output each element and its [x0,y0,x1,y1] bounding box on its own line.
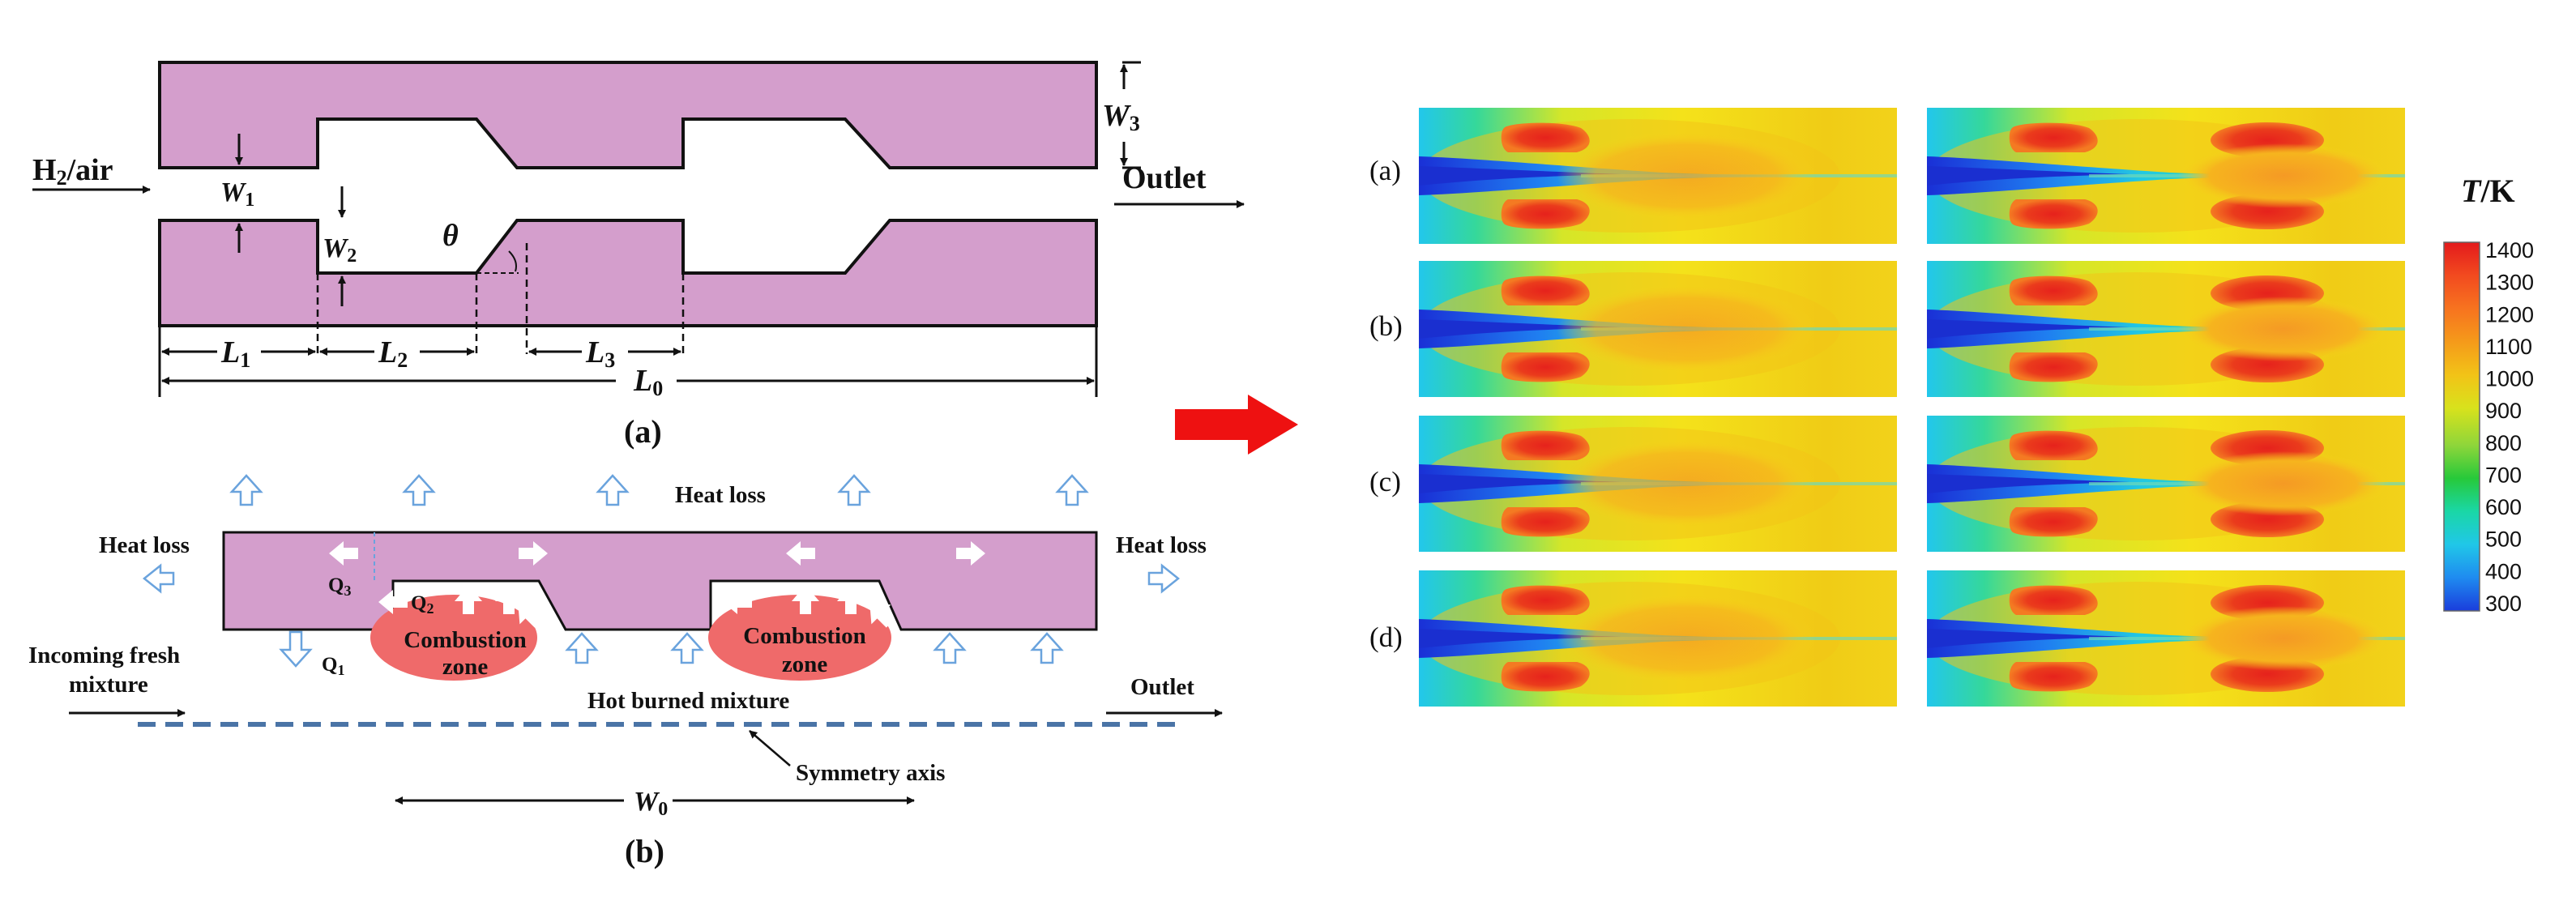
legend-tick-labels: 1400 1300 1200 1100 1000 900 800 700 600 500 400 30… [2485,238,2534,616]
outlet-label-b: Outlet [1130,674,1194,700]
w0-label: W0 [634,787,668,820]
incoming-label-line2: mixture [69,672,148,698]
row-label-b: (b) [1369,310,1403,342]
contour-d-left [1419,570,1897,707]
combustion-zone-1-line2: zone [442,654,489,680]
heat-loss-right-label: Heat loss [1116,532,1207,558]
contour-b-right [1927,261,2405,397]
upper-wall-solid [158,61,1098,169]
length-dimensions [161,348,1095,385]
l2-label: L2 [378,335,408,372]
legend-tick-label: 1100 [2485,335,2532,359]
heat-loss-up-arrow-icon [596,474,629,506]
combustion-zone-1-line1: Combustion [404,627,527,653]
q1-label: Q1 [322,654,344,678]
l3-label: L3 [585,335,615,372]
heat-loss-up-arrow-icon [230,474,263,506]
contour-c-right [1927,416,2405,552]
combustion-zone-2-line2: zone [782,651,828,677]
row-label-c: (c) [1369,466,1401,497]
hot-burned-label: Hot burned mixture [587,688,789,714]
q1-down-arrow-icon [280,630,312,668]
legend-tick-label: 700 [2485,463,2522,487]
heat-loss-top-label: Heat loss [675,482,766,508]
contour-d-right [1927,570,2405,707]
legend-tick-label: 1400 [2485,238,2534,263]
legend-tick-label: 1000 [2485,367,2534,391]
gas-heat-up-arrow-icon [1031,632,1063,664]
combustion-zone-2 [708,595,891,681]
legend-tick-label: 300 [2485,591,2522,616]
legend-tick-label: 800 [2485,431,2522,455]
gas-heat-up-arrow-icon [671,632,703,664]
row-label-d: (d) [1369,621,1403,653]
legend-tick-label: 1300 [2485,271,2534,295]
contour-c-left [1419,416,1897,552]
wall-solid-b [222,531,1098,631]
theta-label: θ [442,219,459,253]
combustion-zone-1 [370,595,537,681]
w3-label: W3 [1102,99,1140,135]
heat-loss-up-arrow-icon [403,474,435,506]
l0-label: L0 [633,364,663,400]
symmetry-axis-pointer [749,730,791,766]
inlet-label: H2/air [32,153,113,190]
legend-tick-label: 600 [2485,495,2522,519]
q3-label: Q3 [328,574,351,599]
heat-loss-right-arrow-icon [1147,564,1180,593]
heat-loss-up-arrow-icon [1056,474,1088,506]
caption-b: (b) [625,833,664,869]
gas-heat-up-arrow-icon [933,632,966,664]
w1-label: W1 [220,177,254,211]
heat-loss-up-arrow-icon [838,474,870,506]
outlet-label: Outlet [1122,161,1207,195]
legend-tick-label: 400 [2485,559,2522,583]
panel-a-geometry [158,61,1098,327]
heat-loss-arrows-top [230,474,1088,506]
row-label-a: (a) [1369,155,1401,186]
theta-arc [508,250,517,272]
caption-a: (a) [624,413,662,450]
legend-tick-label: 900 [2485,399,2522,423]
contour-a-right [1927,108,2405,244]
gas-heat-up-arrow-icon [566,632,598,664]
l1-label: L1 [220,335,250,372]
dimension-guides [316,243,685,354]
incoming-label-line1: Incoming fresh [28,643,180,668]
q2-label: Q2 [411,592,434,617]
legend-colorbar [2443,241,2480,612]
combustion-zone-2-line1: Combustion [743,623,866,649]
w2-label: W2 [323,233,357,267]
contour-b-left [1419,261,1897,397]
lower-wall-solid [158,219,1098,327]
legend-title: T/K [2461,173,2515,209]
heat-loss-left-label: Heat loss [99,532,190,558]
transition-arrow-icon [1175,395,1298,455]
legend-tick-label: 1200 [2485,302,2534,327]
contour-a-left [1419,108,1897,244]
heat-loss-left-arrow-icon [143,564,175,593]
symmetry-axis-label: Symmetry axis [796,760,945,786]
legend-tick-label: 500 [2485,527,2522,552]
